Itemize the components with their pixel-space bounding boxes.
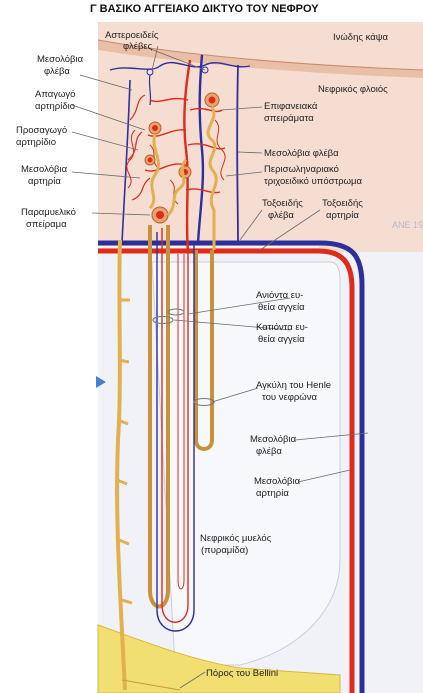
label-superficial-glomeruli: Επιφανειακά σπειράματα <box>264 101 318 124</box>
arcuate-artery <box>98 248 355 693</box>
label-interlobular-vein-left: Μεσολόβια φλέβα <box>37 54 84 77</box>
henle-loop-long <box>148 225 170 609</box>
capsule-outline <box>97 39 423 71</box>
interlobular-artery-center <box>183 59 192 252</box>
henle-ring <box>193 398 215 406</box>
interlobular-vein-left <box>121 79 131 244</box>
vasa-recta-inner <box>177 254 185 590</box>
svg-text:Τοξοειδής: Τοξοειδής <box>322 198 363 209</box>
svg-text:Επιφανειακά: Επιφανειακά <box>264 101 318 112</box>
arcuate-vein <box>98 240 365 693</box>
svg-text:φλέβα: φλέβα <box>268 210 294 221</box>
convoluted-tubule <box>206 106 218 250</box>
label-renal-medulla: Νεφρικός μυελός (πυραμίδα) <box>200 533 272 556</box>
peritubular-capillary-loops <box>126 119 226 205</box>
interlobular-vein-center <box>196 54 205 244</box>
svg-text:Μεσολόβια: Μεσολόβια <box>254 476 301 487</box>
svg-text:θεία αγγεία: θεία αγγεία <box>258 334 305 345</box>
fibrous-capsule <box>98 40 423 78</box>
descending-vasa-recta <box>161 228 189 623</box>
svg-text:Μεσολόβια: Μεσολόβια <box>37 54 84 65</box>
svg-text:του νεφρώνα: του νεφρώνα <box>262 392 317 403</box>
svg-text:φλέβα: φλέβα <box>44 66 70 77</box>
svg-text:Μεσολόβια: Μεσολόβια <box>250 434 297 445</box>
label-interlobular-artery-left: Μεσολόβια αρτηρία <box>21 164 68 187</box>
label-ascending-vasa-recta: Ανιόντα ευ- θεία αγγεία <box>256 290 305 313</box>
label-interlobar-artery: Μεσολόβια αρτηρία <box>254 476 301 499</box>
label-stellate-veins: Αστεροειδείς φλέβες <box>105 30 159 52</box>
svg-text:αρτηρίδιο: αρτηρίδιο <box>35 101 75 112</box>
svg-text:Περισωληναριακό: Περισωληναριακό <box>264 164 339 175</box>
collecting-duct <box>115 239 127 691</box>
arteriole-branches-left <box>127 94 151 201</box>
stellate-vein-branch <box>148 74 152 106</box>
svg-text:(πυραμίδα): (πυραμίδα) <box>201 545 248 556</box>
vasa-recta-ring <box>152 316 174 324</box>
svg-text:Παραμυελικό: Παραμυελικό <box>21 207 76 218</box>
svg-text:φλέβα: φλέβα <box>256 446 282 457</box>
convoluted-tubule <box>166 158 188 217</box>
svg-text:αρτηρία: αρτηρία <box>256 488 289 499</box>
interlobular-vein-right <box>236 64 239 244</box>
juxtamedullary-glomerulus <box>151 206 169 224</box>
label-arcuate-artery: Τοξοειδής αρτηρία <box>322 198 363 221</box>
svg-text:Τοξοειδής: Τοξοειδής <box>262 198 303 209</box>
label-peritubular-capillary-plexus: Περισωληναριακό τριχοειδικό υπόστρωμα <box>264 164 363 187</box>
bellini-duct-opening <box>121 679 181 691</box>
label-arcuate-vein: Τοξοειδής φλέβα <box>262 198 303 221</box>
side-text: ANE 1999 <box>392 220 423 230</box>
svg-text:αρτηρία: αρτηρία <box>326 210 359 221</box>
vasa-recta-ring <box>167 308 185 316</box>
svg-text:θεία αγγεία: θεία αγγεία <box>258 302 305 313</box>
svg-text:φλέβες: φλέβες <box>123 41 153 52</box>
svg-text:σπείραμα: σπείραμα <box>26 219 67 230</box>
henle-loop-short <box>194 250 214 451</box>
label-afferent-arteriole: Προσαγωγό αρτηρίδιο <box>16 125 67 148</box>
convoluted-tubule <box>148 133 161 210</box>
svg-text:Νεφρικός μυελός: Νεφρικός μυελός <box>200 533 272 544</box>
label-bellini-duct: Πόρος του Bellini <box>206 668 278 679</box>
svg-text:Απαγωγό: Απαγωγό <box>35 89 75 100</box>
label-efferent-arteriole: Απαγωγό αρτηρίδιο <box>35 89 75 112</box>
svg-text:Μεσολόβια: Μεσολόβια <box>21 164 68 175</box>
ascending-vasa-recta <box>156 232 195 632</box>
svg-text:αρτηρίδιο: αρτηρίδιο <box>16 137 56 148</box>
arteriole-branches <box>144 97 226 194</box>
diagram-title: Γ ΒΑΣΙΚΟ ΑΓΓΕΙΑΚΟ ΔΙΚΤΥΟ ΤΟΥ ΝΕΦΡΟΥ <box>90 3 319 15</box>
label-interlobar-vein: Μεσολόβια φλέβα <box>250 434 297 457</box>
panel-marker <box>96 376 106 388</box>
svg-text:σπειράματα: σπειράματα <box>264 113 314 124</box>
renal-medulla-pyramid <box>151 261 341 666</box>
svg-text:Προσαγωγό: Προσαγωγό <box>16 125 67 136</box>
label-interlobular-vein-right: Μεσολόβια φλέβα <box>264 148 339 159</box>
label-loop-of-henle: Αγκύλη του Henle του νεφρώνα <box>256 380 331 403</box>
collecting-duct-branches <box>116 298 133 605</box>
svg-text:Κατιόντα ευ-: Κατιόντα ευ- <box>256 322 308 333</box>
svg-text:Αγκύλη του Henle: Αγκύλη του Henle <box>256 380 331 391</box>
label-descending-vasa-recta: Κατιόντα ευ- θεία αγγεία <box>256 322 308 345</box>
label-fibrous-capsule: Ινώδης κάψα <box>333 32 388 43</box>
stellate-vein-network <box>109 61 251 71</box>
stellate-vein-node <box>201 66 209 74</box>
leader-lines <box>71 45 369 689</box>
svg-text:Ανιόντα ευ-: Ανιόντα ευ- <box>256 290 303 301</box>
svg-text:τριχοειδικό υπόστρωμα: τριχοειδικό υπόστρωμα <box>264 176 363 187</box>
label-renal-cortex: Νεφρικός φλοιός <box>318 84 388 95</box>
label-juxtamedullary-glomerulus: Παραμυελικό σπείραμα <box>21 207 76 230</box>
svg-text:αρτηρία: αρτηρία <box>28 176 61 187</box>
svg-text:Αστεροειδείς: Αστεροειδείς <box>105 30 159 41</box>
papilla <box>97 624 341 693</box>
